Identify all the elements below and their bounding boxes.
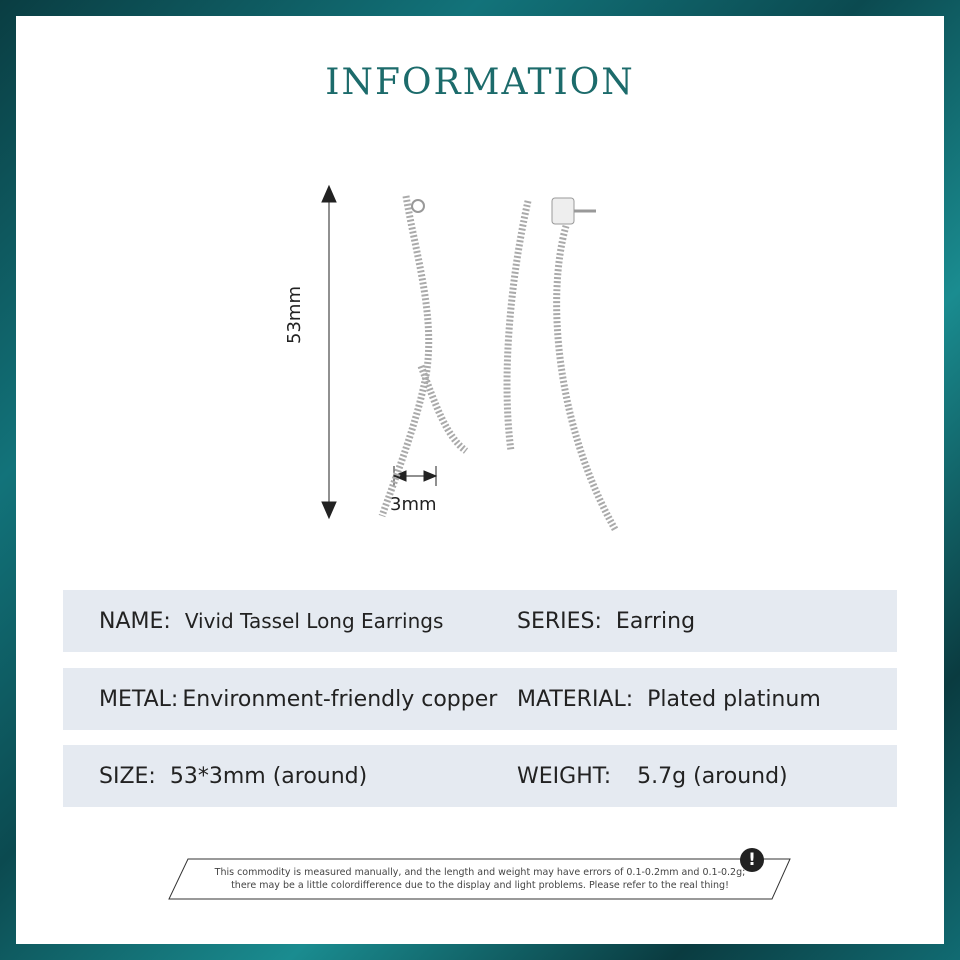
spec-label: METAL:	[99, 686, 179, 712]
disclaimer-note: This commodity is measured manually, and…	[168, 858, 792, 900]
spec-row-size: SIZE: 53*3mm (around) WEIGHT: 5.7g (around…	[63, 745, 897, 807]
spec-label: SIZE:	[99, 763, 156, 789]
spec-value: 5.7g (around)	[637, 763, 788, 789]
spec-row-metal: METAL:Environment-friendly copper MATERI…	[63, 668, 897, 730]
exclamation-icon: !	[740, 848, 764, 872]
disclaimer-line-1: This commodity is measured manually, and…	[214, 867, 746, 878]
disclaimer-line-2: there may be a little colordifference du…	[231, 880, 729, 891]
spec-label: NAME:	[99, 608, 171, 634]
width-dimension-label: 3mm	[390, 494, 437, 515]
info-panel: INFORMATION 53mm 3mm NAME: Vivid Tassel L…	[16, 16, 944, 944]
spec-label: MATERIAL:	[517, 686, 634, 712]
spec-value: Environment-friendly copper	[182, 686, 498, 712]
spec-value: Earring	[615, 608, 696, 634]
spec-label: WEIGHT:	[517, 763, 612, 789]
spec-value: 53*3mm (around)	[169, 763, 368, 789]
spec-value: Vivid Tassel Long Earrings	[184, 609, 444, 633]
earring-illustration	[321, 184, 620, 533]
spec-value: Plated platinum	[647, 686, 821, 712]
spec-row-name: NAME: Vivid Tassel Long Earrings SERIES: E…	[63, 590, 897, 652]
spec-label: SERIES:	[517, 608, 602, 634]
page-title: INFORMATION	[325, 62, 635, 103]
height-dimension-label: 53mm	[284, 286, 305, 344]
